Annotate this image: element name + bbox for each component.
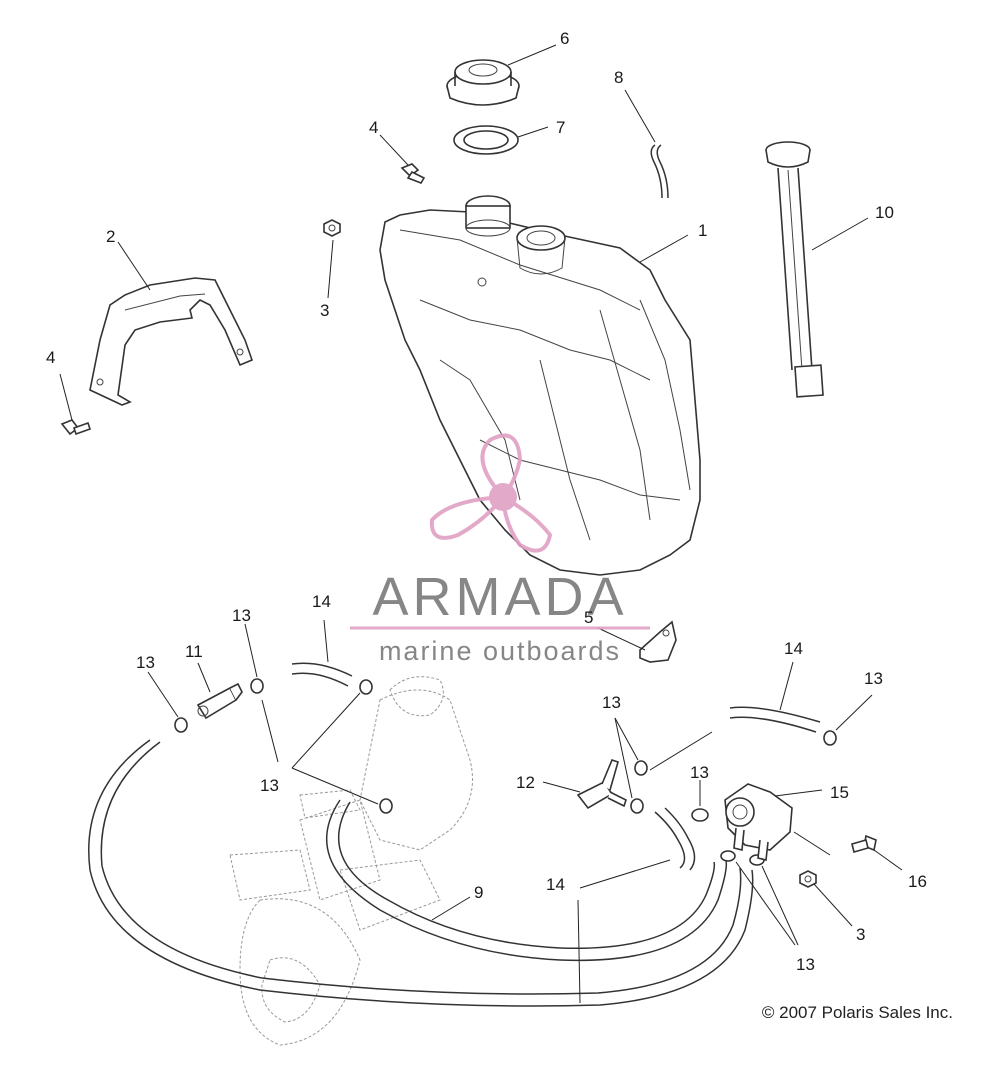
bolt-16 bbox=[851, 834, 877, 853]
fuel-pump bbox=[724, 783, 793, 861]
callout-6: 6 bbox=[560, 29, 569, 48]
callout-13: 13 bbox=[136, 653, 155, 672]
fuel-cap bbox=[446, 59, 520, 106]
callout-3: 3 bbox=[856, 925, 865, 944]
callout-16: 16 bbox=[908, 872, 927, 891]
callout-9: 9 bbox=[474, 883, 483, 902]
bolt-4-left bbox=[60, 419, 92, 436]
callout-1: 1 bbox=[698, 221, 707, 240]
tee-fitting bbox=[576, 759, 627, 810]
callout-4: 4 bbox=[369, 118, 378, 137]
fuel-hoses bbox=[88, 662, 821, 1007]
callout-13: 13 bbox=[260, 776, 279, 795]
callout-13: 13 bbox=[690, 763, 709, 782]
engine-ghost-outline bbox=[229, 676, 473, 1046]
clip-bracket bbox=[639, 620, 677, 663]
armada-watermark: ARMADA marine outboards bbox=[350, 433, 650, 666]
callout-labels: 1 2 3 3 4 4 5 6 7 8 9 10 11 12 13 13 13 … bbox=[46, 29, 927, 974]
tank-bracket bbox=[89, 277, 254, 406]
callout-8: 8 bbox=[614, 68, 623, 87]
watermark-tagline: marine outboards bbox=[379, 636, 621, 666]
callout-14: 14 bbox=[312, 592, 331, 611]
callout-13: 13 bbox=[864, 669, 883, 688]
callout-2: 2 bbox=[106, 227, 115, 246]
hose-clamps bbox=[174, 678, 837, 866]
callout-5: 5 bbox=[584, 608, 593, 627]
callout-10: 10 bbox=[875, 203, 894, 222]
callout-4: 4 bbox=[46, 348, 55, 367]
callout-7: 7 bbox=[556, 118, 565, 137]
callout-15: 15 bbox=[830, 783, 849, 802]
nut-3-lower bbox=[799, 870, 817, 888]
bolt-4-upper bbox=[400, 163, 426, 184]
callout-13: 13 bbox=[796, 955, 815, 974]
callout-11: 11 bbox=[185, 642, 203, 661]
vent-hose bbox=[650, 144, 669, 199]
fuel-sender bbox=[765, 141, 824, 398]
fuel-tank bbox=[379, 195, 701, 576]
cap-gasket bbox=[453, 125, 519, 155]
propeller-icon bbox=[429, 433, 553, 553]
callout-12: 12 bbox=[516, 773, 535, 792]
callout-13: 13 bbox=[602, 693, 621, 712]
fuel-filter bbox=[196, 682, 243, 720]
callout-3: 3 bbox=[320, 301, 329, 320]
copyright-notice: © 2007 Polaris Sales Inc. bbox=[762, 1003, 953, 1022]
watermark-brand: ARMADA bbox=[372, 567, 627, 627]
callout-13: 13 bbox=[232, 606, 251, 625]
callout-14: 14 bbox=[546, 875, 565, 894]
leader-lines bbox=[59, 44, 903, 1004]
callout-14: 14 bbox=[784, 639, 803, 658]
nut-3-upper bbox=[323, 219, 341, 237]
